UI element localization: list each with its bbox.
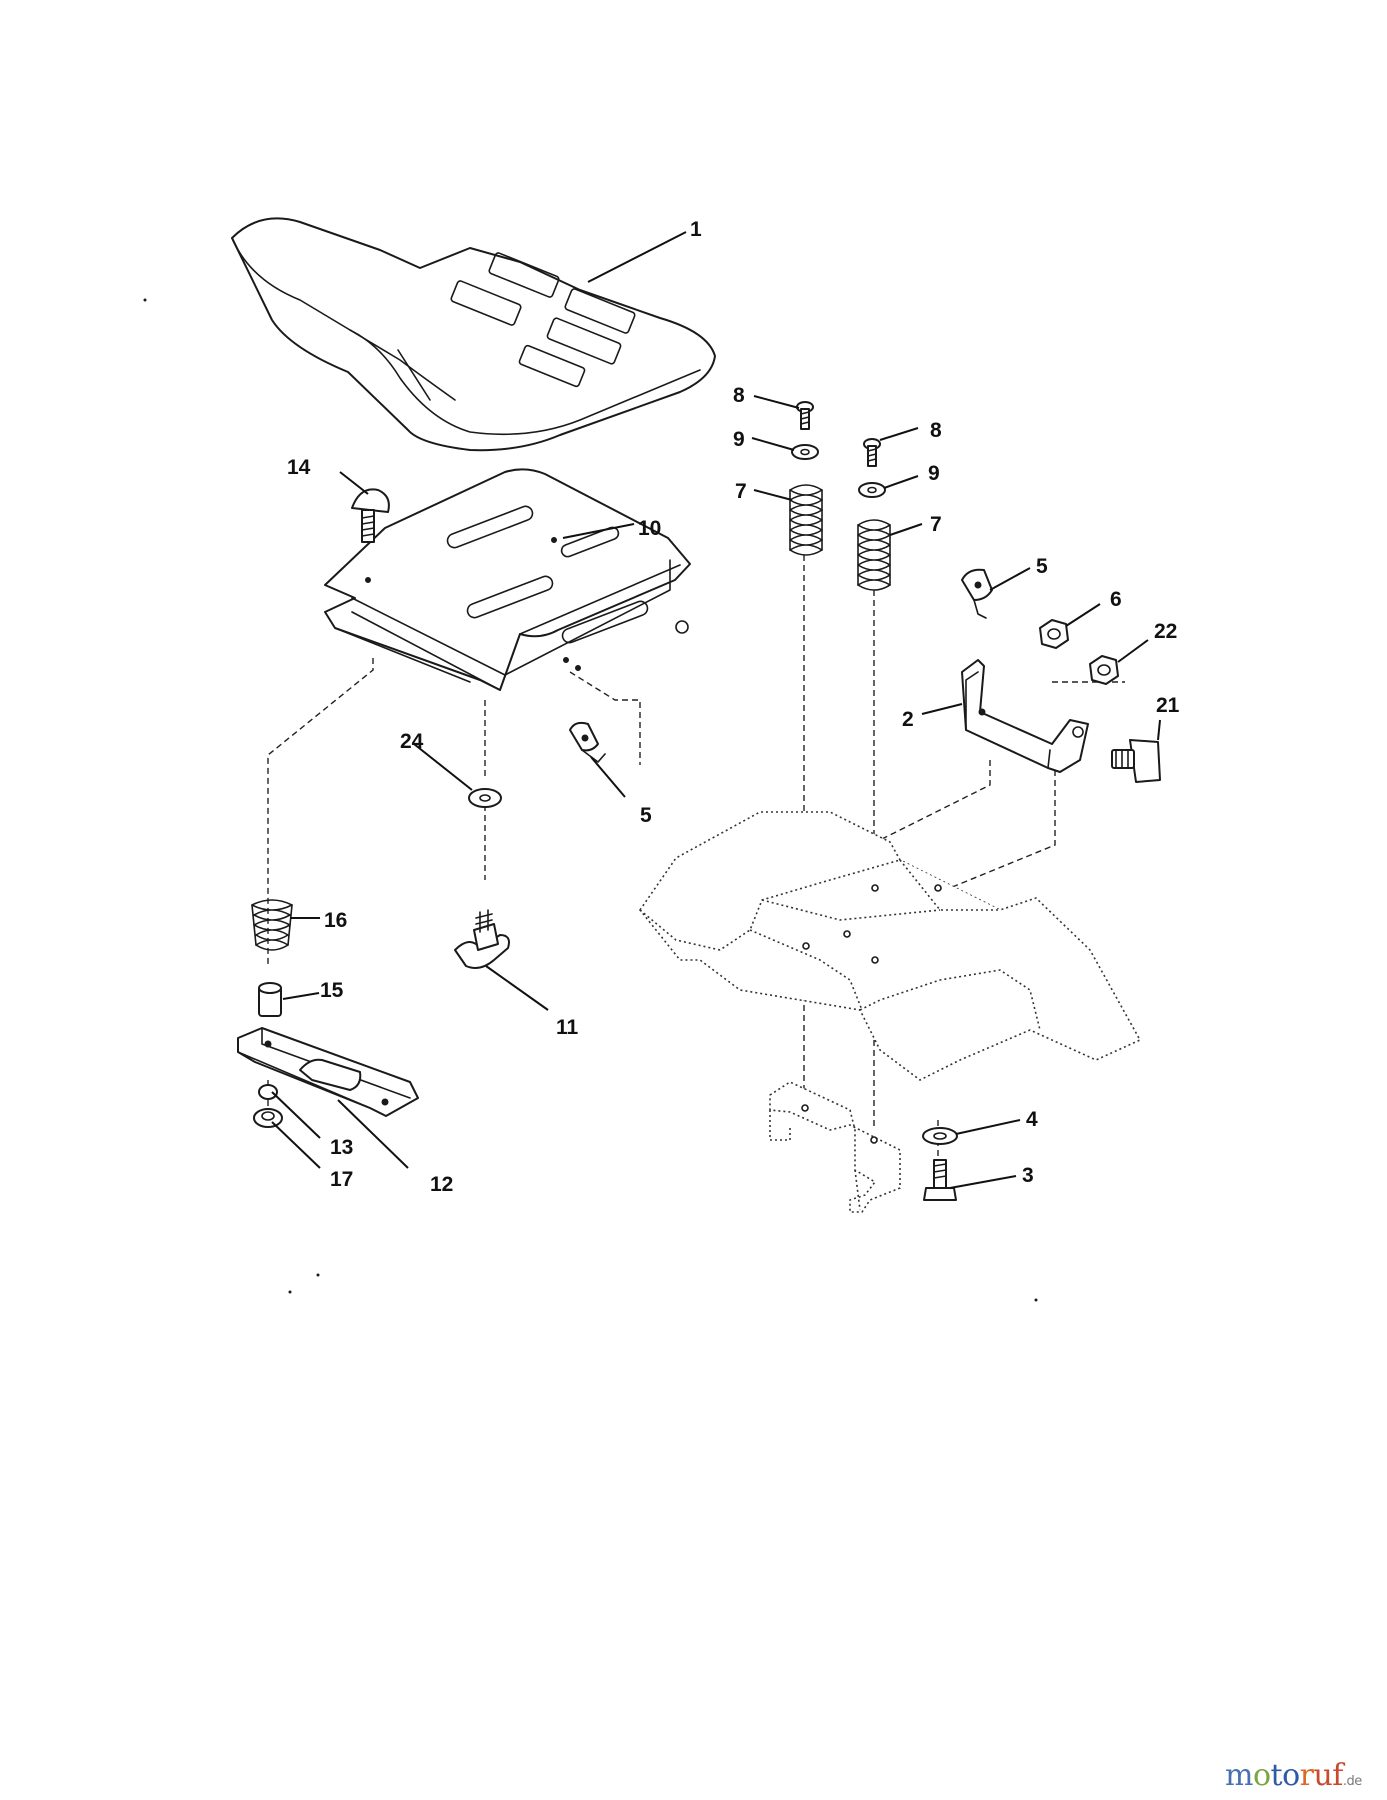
lower-bracket-reference bbox=[769, 1081, 901, 1213]
callout-5-left: 5 bbox=[640, 804, 652, 827]
spring-7-right bbox=[857, 519, 891, 591]
hex-nut-6 bbox=[1039, 619, 1069, 649]
callout-labels: 1 10 14 5 24 11 16 15 12 13 17 8 9 7 8 9… bbox=[287, 218, 1180, 1196]
shoulder-bolt-21 bbox=[1111, 739, 1161, 783]
fender-chassis-reference bbox=[639, 811, 1141, 1081]
callout-8-left: 8 bbox=[733, 384, 745, 407]
bracket-2 bbox=[961, 659, 1089, 773]
watermark-suffix: .de bbox=[1342, 1774, 1362, 1789]
callout-4: 4 bbox=[1026, 1108, 1038, 1131]
spacer-15 bbox=[258, 982, 282, 1017]
callout-2: 2 bbox=[902, 708, 914, 731]
callout-12: 12 bbox=[430, 1173, 453, 1196]
washer-4 bbox=[922, 1127, 958, 1145]
nut-17 bbox=[253, 1108, 283, 1128]
clip-5-left bbox=[569, 721, 606, 763]
callout-6: 6 bbox=[1110, 588, 1122, 611]
watermark-part-0: m bbox=[1225, 1758, 1253, 1793]
callout-7-left: 7 bbox=[735, 480, 747, 503]
nut-13 bbox=[258, 1084, 278, 1100]
callout-21: 21 bbox=[1156, 694, 1180, 717]
callout-9-right: 9 bbox=[928, 462, 940, 485]
seat bbox=[231, 217, 716, 452]
watermark-part-4: uf bbox=[1313, 1758, 1343, 1793]
hex-bolt-3 bbox=[923, 1159, 957, 1201]
seat-pan bbox=[324, 468, 691, 691]
callout-1: 1 bbox=[690, 218, 702, 241]
bracket-plate-12 bbox=[237, 1027, 419, 1117]
callout-16: 16 bbox=[324, 909, 347, 932]
clip-5-right bbox=[961, 568, 993, 619]
watermark-part-1: o bbox=[1252, 1758, 1271, 1793]
callout-5-right: 5 bbox=[1036, 555, 1048, 578]
watermark-part-3: r bbox=[1299, 1758, 1314, 1793]
assembly-dash-lines bbox=[267, 535, 1125, 1165]
callout-8-right: 8 bbox=[930, 419, 942, 442]
callout-7-right: 7 bbox=[930, 513, 942, 536]
washer-24 bbox=[468, 788, 502, 808]
spring-16 bbox=[251, 899, 293, 951]
callout-11: 11 bbox=[556, 1016, 579, 1039]
screw-8-right bbox=[863, 438, 881, 467]
callout-leaders bbox=[271, 231, 1161, 1189]
spring-7-left bbox=[789, 484, 823, 556]
callout-3: 3 bbox=[1022, 1164, 1034, 1187]
callout-17: 17 bbox=[330, 1168, 353, 1191]
callout-13: 13 bbox=[330, 1136, 353, 1159]
watermark-part-2: to bbox=[1270, 1758, 1301, 1793]
scan-specks bbox=[143, 298, 1038, 1302]
washer-9-right bbox=[858, 482, 886, 498]
callout-14: 14 bbox=[287, 456, 311, 479]
callout-9-left: 9 bbox=[733, 428, 745, 451]
washer-9-left bbox=[791, 444, 819, 460]
watermark-logo: motoruf.de bbox=[1225, 1758, 1362, 1793]
hex-nut-22 bbox=[1089, 655, 1119, 685]
knob-11 bbox=[454, 909, 510, 969]
callout-22: 22 bbox=[1154, 620, 1177, 643]
callout-15: 15 bbox=[320, 979, 344, 1002]
carriage-bolt-14 bbox=[351, 488, 390, 543]
callout-24: 24 bbox=[400, 730, 424, 753]
callout-10: 10 bbox=[638, 517, 661, 540]
screw-8-left bbox=[796, 401, 814, 430]
